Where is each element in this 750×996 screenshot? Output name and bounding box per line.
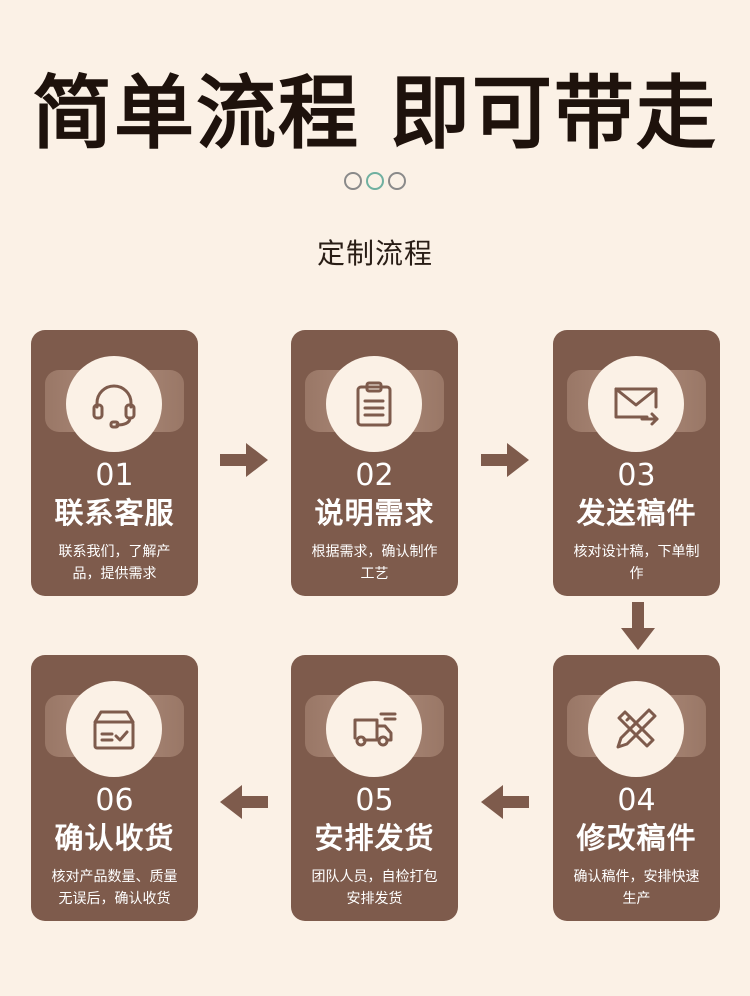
step-description: 团队人员，自检打包安排发货	[311, 869, 438, 907]
page-title: 简单流程 即可带走	[32, 66, 718, 160]
arrow-down-icon	[621, 602, 655, 650]
step-description: 核对设计稿，下单制作	[573, 544, 700, 582]
step-card-05: 05 安排发货 团队人员，自检打包安排发货	[291, 655, 458, 921]
step-title: 联系客服	[54, 496, 175, 530]
icon-circle	[66, 681, 162, 777]
step-card-04: 04 修改稿件 确认稿件，安排快速生产	[553, 655, 720, 921]
step-number: 01	[95, 458, 134, 493]
clipboard-icon	[356, 381, 392, 427]
step-number: 02	[355, 458, 394, 493]
icon-circle	[588, 356, 684, 452]
headset-icon	[92, 384, 136, 429]
delivery-truck-icon	[353, 712, 397, 747]
step-title: 说明需求	[314, 496, 435, 530]
step-card-03: 03 发送稿件 核对设计稿，下单制作	[553, 330, 720, 596]
step-card-01: 01 联系客服 联系我们，了解产品，提供需求	[31, 330, 198, 596]
dot-icon	[366, 172, 384, 190]
step-description: 根据需求，确认制作工艺	[311, 544, 438, 582]
icon-circle	[326, 681, 422, 777]
step-number: 06	[95, 783, 134, 818]
step-number: 05	[355, 783, 394, 818]
step-description: 核对产品数量、质量无误后，确认收货	[51, 869, 178, 907]
arrow-left-icon	[220, 785, 268, 819]
step-number: 03	[617, 458, 656, 493]
step-description: 联系我们，了解产品，提供需求	[58, 544, 171, 582]
decorative-dots	[0, 172, 750, 190]
mail-forward-icon	[614, 387, 659, 426]
icon-circle	[66, 356, 162, 452]
step-title: 修改稿件	[576, 821, 697, 855]
step-number: 04	[617, 783, 656, 818]
section-subtitle: 定制流程	[316, 237, 433, 270]
icon-circle	[588, 681, 684, 777]
dot-icon	[388, 172, 406, 190]
package-check-icon	[93, 710, 135, 750]
icon-circle	[326, 356, 422, 452]
step-card-02: 02 说明需求 根据需求，确认制作工艺	[291, 330, 458, 596]
dot-icon	[344, 172, 362, 190]
arrow-right-icon	[220, 443, 268, 477]
step-description: 确认稿件，安排快速生产	[573, 869, 700, 907]
step-title: 发送稿件	[576, 496, 697, 530]
arrow-left-icon	[481, 785, 529, 819]
arrow-right-icon	[481, 443, 529, 477]
step-title: 安排发货	[314, 821, 435, 855]
step-card-06: 06 确认收货 核对产品数量、质量无误后，确认收货	[31, 655, 198, 921]
pencil-ruler-icon	[616, 708, 657, 749]
step-title: 确认收货	[54, 821, 175, 855]
